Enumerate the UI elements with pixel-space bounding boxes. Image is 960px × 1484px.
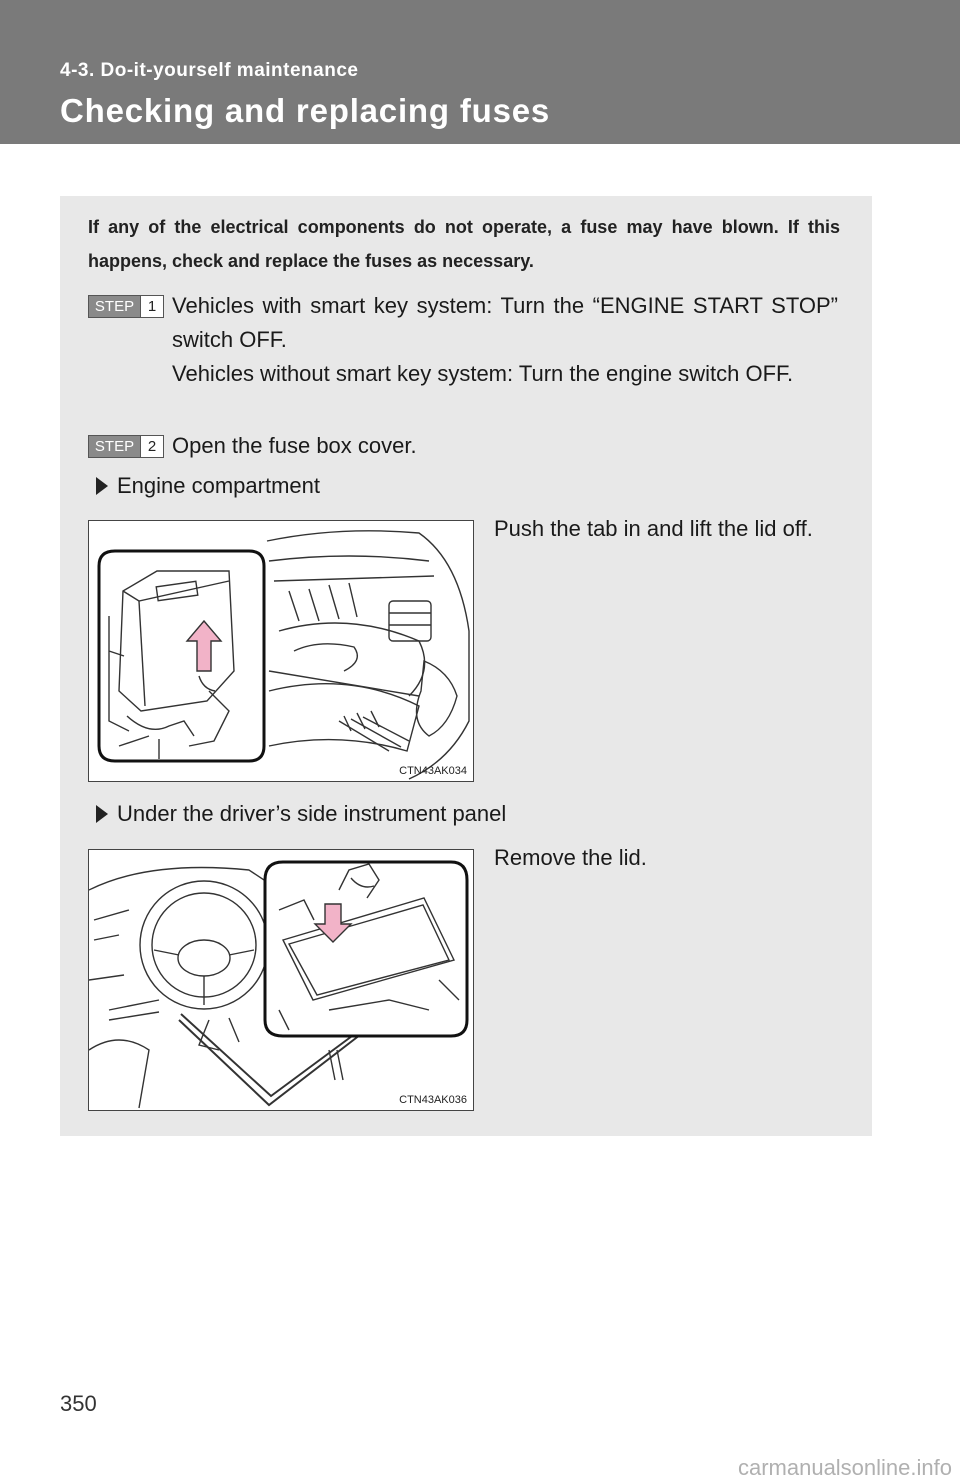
step-badge-2: STEP 2 <box>88 435 164 458</box>
bullet-engine-compartment: Engine compartment <box>96 471 320 501</box>
page-title: Checking and replacing fuses <box>60 92 551 129</box>
step-2-text: Open the fuse box cover. <box>172 433 417 458</box>
figure-engine-compartment: CTN43AK034 <box>88 520 474 782</box>
page-number: 350 <box>60 1391 97 1416</box>
caption-instrument-panel: Remove the lid. <box>494 845 647 870</box>
step-1-text-a: Vehicles with smart key system: Turn the… <box>172 293 838 352</box>
bullet-driver-side-panel: Under the driver’s side instrument panel <box>96 799 506 829</box>
instrument-panel-illustration <box>89 860 469 1109</box>
step-label: STEP <box>89 436 140 457</box>
bullet-heading: Engine compartment <box>117 473 320 498</box>
step-1-text-b: Vehicles without smart key system: Turn … <box>172 361 794 386</box>
arrow-right-icon <box>96 805 108 823</box>
step-number: 1 <box>140 296 163 317</box>
engine-compartment-illustration <box>97 530 470 780</box>
caption-engine-compartment: Push the tab in and lift the lid off. <box>494 516 813 541</box>
step-number: 2 <box>140 436 163 457</box>
step-label: STEP <box>89 296 140 317</box>
figure-code: CTN43AK034 <box>399 765 467 777</box>
step-badge-1: STEP 1 <box>88 295 164 318</box>
section-heading: 4-3. Do-it-yourself maintenance <box>60 60 359 81</box>
bullet-heading: Under the driver’s side instrument panel <box>117 801 507 826</box>
intro-paragraph: If any of the electrical components do n… <box>88 217 840 271</box>
figure-instrument-panel: CTN43AK036 <box>88 849 474 1111</box>
figure-code: CTN43AK036 <box>399 1094 467 1106</box>
arrow-right-icon <box>96 477 108 495</box>
watermark: carmanualsonline.info <box>737 1455 952 1480</box>
page-header: 4-3. Do-it-yourself maintenance Checking… <box>0 0 960 144</box>
